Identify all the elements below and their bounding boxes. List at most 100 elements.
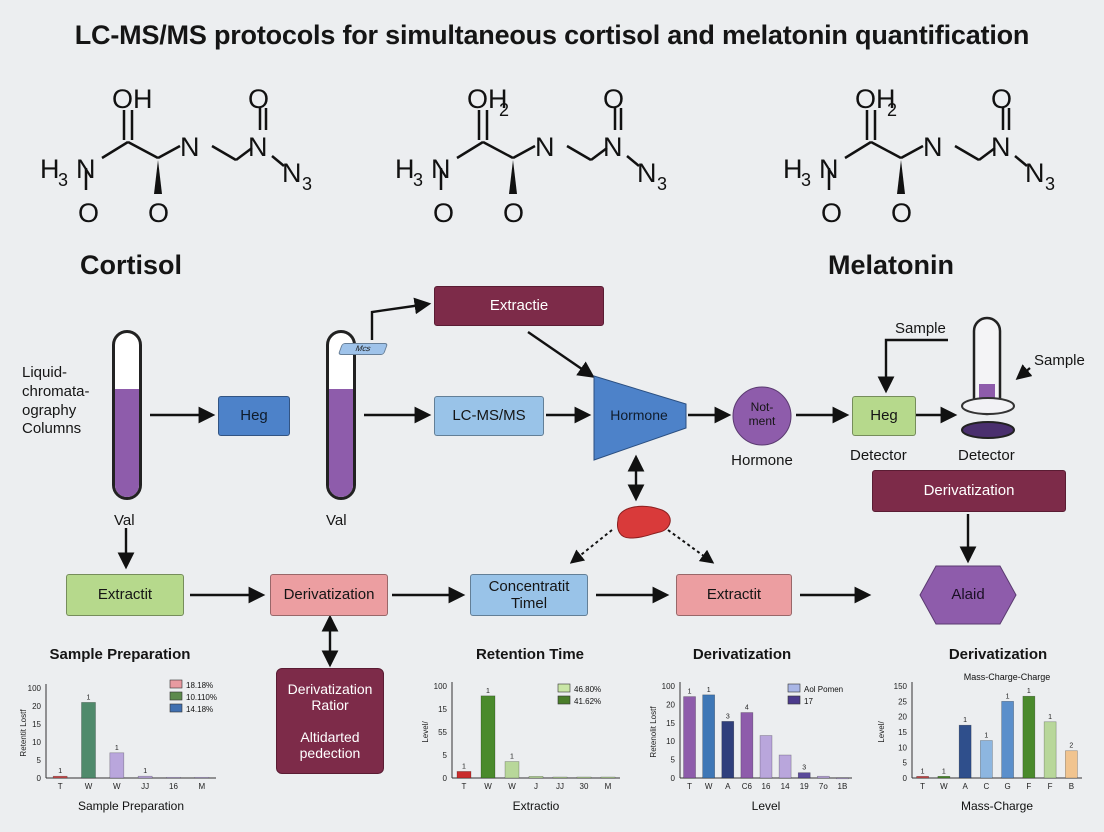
atom-h-sub: 3 xyxy=(413,170,423,190)
bar-label: 1 xyxy=(510,754,514,761)
bar xyxy=(817,775,830,779)
x-tick-label: C6 xyxy=(742,782,753,791)
bar-label: 1 xyxy=(115,745,119,752)
atom-n-end-sub: 3 xyxy=(657,174,667,194)
x-tick-label: 16 xyxy=(762,782,771,791)
y-tick-label: 100 xyxy=(662,682,676,691)
legend-label: 41.62% xyxy=(574,697,601,706)
x-tick-label: T xyxy=(58,782,63,791)
arrow-sample-heg xyxy=(877,338,948,394)
bar xyxy=(600,776,616,779)
chart-4-title: Derivatization xyxy=(948,646,1048,663)
bar xyxy=(137,775,153,779)
atom-oh: OH xyxy=(855,86,896,114)
atom-h-sub: 3 xyxy=(58,170,68,190)
atom-n-left: N xyxy=(819,154,839,184)
bar xyxy=(1001,701,1014,779)
organ-shape xyxy=(617,505,671,539)
y-tick-label: 15 xyxy=(666,719,675,728)
x-tick-label: T xyxy=(687,782,692,791)
atom-n-end: N xyxy=(637,158,657,188)
bar-label: 1 xyxy=(58,768,62,775)
x-tick-label: W xyxy=(508,782,516,791)
bar xyxy=(504,761,520,779)
x-tick-label: W xyxy=(113,782,121,791)
y-tick-label: 10 xyxy=(898,743,907,752)
y-tick-label: 20 xyxy=(898,713,907,722)
bar-label: 1 xyxy=(942,768,946,775)
x-tick-label: W xyxy=(85,782,93,791)
arrow-extractie-hormone xyxy=(527,331,595,378)
bar-label: 3 xyxy=(802,765,806,772)
bar xyxy=(759,735,773,779)
sample-label-1: Sample xyxy=(895,320,946,337)
atom-o-2: O xyxy=(503,198,524,228)
bar-label: 1 xyxy=(963,717,967,724)
legend-swatch xyxy=(169,703,183,713)
x-tick-label: A xyxy=(962,782,968,791)
bar xyxy=(980,740,993,779)
atom-oh: OH xyxy=(467,86,508,114)
atom-n-right: N xyxy=(248,132,268,162)
legend-label: 14.18% xyxy=(186,705,213,714)
y-tick-label: 0 xyxy=(37,774,42,783)
hormone-box-label: Hormone xyxy=(610,407,668,423)
y-tick-label: 0 xyxy=(903,774,908,783)
sample-label-2: Sample xyxy=(1034,352,1085,369)
legend-swatch xyxy=(557,683,571,693)
bar xyxy=(1043,721,1057,779)
bar xyxy=(702,694,715,779)
bar-label: 1 xyxy=(143,768,147,775)
lcms-box: LC-MS/MS xyxy=(434,396,544,436)
bar-label: 1 xyxy=(688,689,692,696)
hormone-below-label: Hormone xyxy=(731,452,793,469)
x-tick-label: T xyxy=(920,782,925,791)
extractie-box: Extractie xyxy=(434,286,604,326)
bar xyxy=(1022,695,1036,779)
x-tick-label: 14 xyxy=(781,782,790,791)
x-tick-label: M xyxy=(198,782,205,791)
x-tick-label: A xyxy=(725,782,731,791)
y-tick-label: 100 xyxy=(434,682,448,691)
x-tick-label: 16 xyxy=(169,782,178,791)
molecule-structure-1: OH H 3 N N O N N 3 O O xyxy=(40,86,312,228)
bar xyxy=(166,776,181,779)
alaid-label: Alaid xyxy=(951,586,985,603)
x-tick-label: B xyxy=(1069,782,1074,791)
alaid-shape xyxy=(919,565,1017,625)
x-tick-label: W xyxy=(705,782,713,791)
x-tick-label: G xyxy=(1005,782,1011,791)
bar-label: 1 xyxy=(87,694,91,701)
atom-o-right: O xyxy=(248,86,269,114)
legend-label: 18.18% xyxy=(186,681,213,690)
bar xyxy=(958,724,972,779)
bar-label: 1 xyxy=(486,688,490,695)
bar xyxy=(109,752,125,779)
arrow-tag-extractie xyxy=(370,297,432,340)
bar xyxy=(937,775,951,779)
y-tick-label: 0 xyxy=(443,774,448,783)
x-tick-label: JJ xyxy=(141,782,149,791)
atom-n-end-sub: 3 xyxy=(302,174,312,194)
bar xyxy=(81,702,96,779)
bar-label: 3 xyxy=(726,713,730,720)
atom-n-end-sub: 3 xyxy=(1045,174,1055,194)
y-tick-label: 100 xyxy=(28,684,42,693)
legend-swatch xyxy=(169,691,183,701)
atom-h: H xyxy=(40,154,60,184)
bar xyxy=(721,721,735,779)
y-axis-label: Retenolit Lostf xyxy=(649,706,658,758)
bar-label: 1 xyxy=(984,733,988,740)
x-tick-label: J xyxy=(534,782,538,791)
y-tick-label: 10 xyxy=(666,737,675,746)
x-tick-label: F xyxy=(1026,782,1031,791)
atom-n-right: N xyxy=(603,132,623,162)
y-axis-label: Level/ xyxy=(877,721,886,743)
atom-h-sub: 3 xyxy=(801,170,811,190)
x-tick-label: M xyxy=(605,782,612,791)
atom-n-mid: N xyxy=(180,132,200,162)
atom-oh-sub: 2 xyxy=(499,100,509,120)
